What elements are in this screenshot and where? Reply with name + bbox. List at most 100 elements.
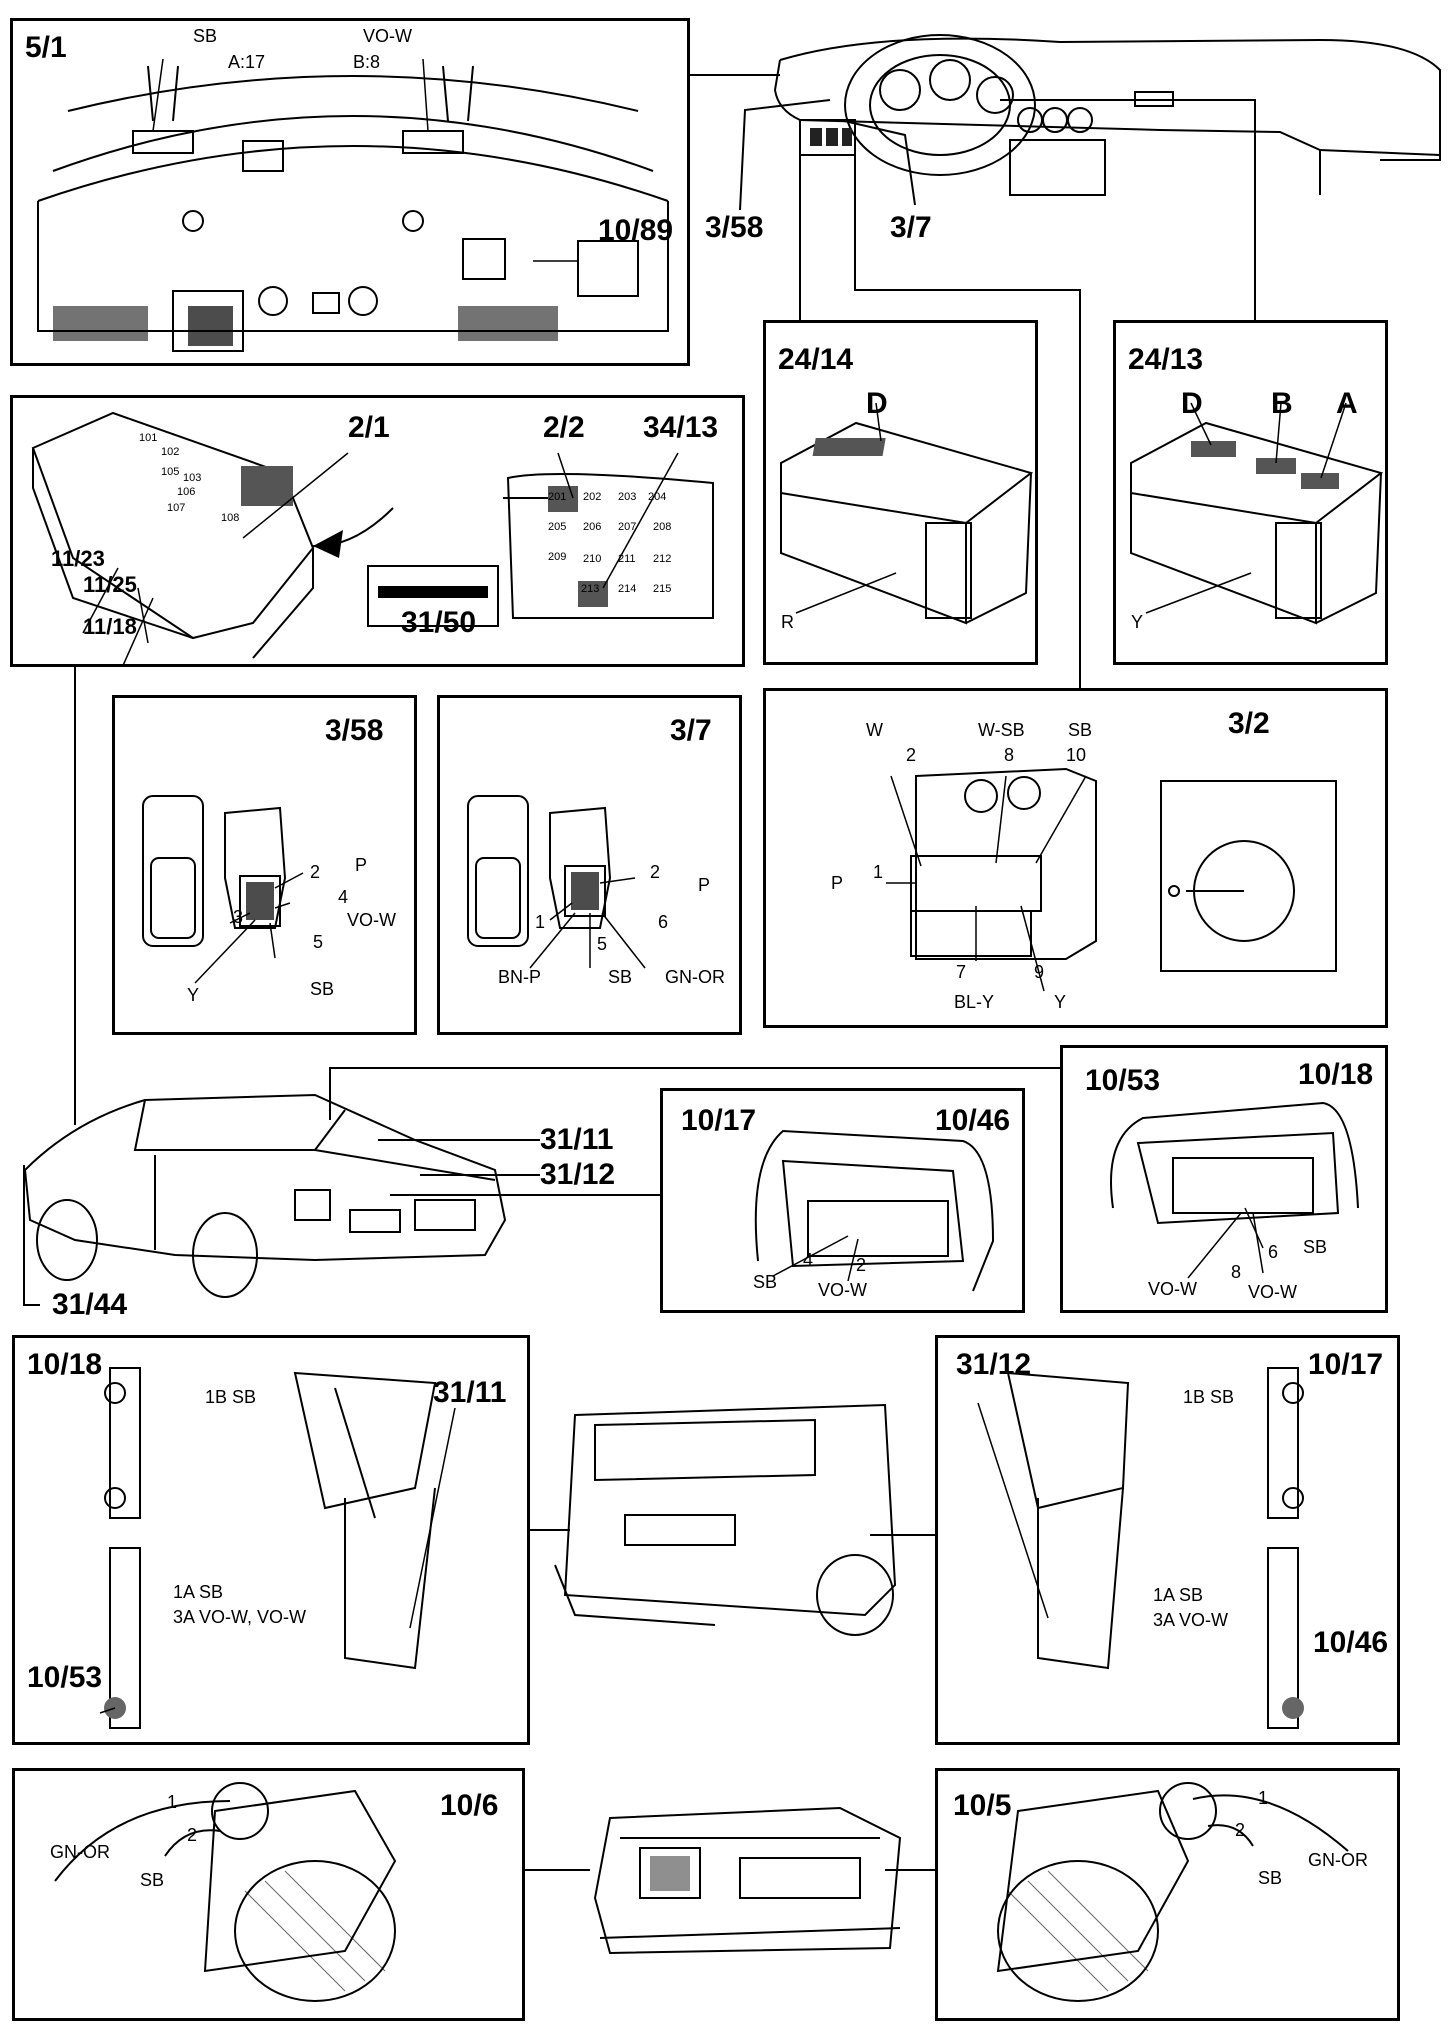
fuse-108: 108 — [221, 512, 240, 524]
pin-6-label: 6 — [658, 912, 669, 932]
wire-label-sb: SB — [193, 26, 218, 46]
fuse-207: 207 — [618, 521, 637, 533]
fuse-105: 105 — [161, 466, 180, 478]
wire-sb-label: SB — [310, 979, 335, 999]
wire-gn-or-label: GN-OR — [1308, 1850, 1368, 1870]
panel-light-switch-3-2: 3/2 W 2 W-SB 8 SB 10 P 1 7 9 BL-Y Y — [763, 688, 1388, 1028]
ref-31-44-label: 31/44 — [52, 1288, 128, 1321]
pin-1-label: 1 — [167, 1792, 178, 1812]
wire-gn-or-label: GN-OR — [665, 967, 725, 987]
fuse-212: 212 — [653, 553, 672, 565]
ref-10-53-title: 10/53 — [1085, 1064, 1161, 1097]
pin-2-label: 2 — [650, 862, 661, 882]
ref-31-12-label: 31/12 — [540, 1158, 616, 1191]
panel-title: 24/14 — [778, 343, 854, 376]
connector-a-label: A — [1336, 387, 1358, 420]
wire-y-label: Y — [187, 985, 200, 1005]
fuse-211: 211 — [618, 553, 636, 565]
fuse-grid-right: 201 202 203 204 205 206 207 208 209 210 … — [518, 486, 708, 616]
panel-wagon-right-lamps: 31/12 10/17 1B SB 1A SB 3A VO-W 10/46 — [935, 1335, 1400, 1745]
panel-wagon-left-lamps: 10/18 31/11 1B SB 1A SB 3A VO-W, VO-W 10… — [12, 1335, 530, 1745]
pin-3-label: 3 — [233, 907, 244, 927]
wire-sb-label: SB — [753, 1272, 778, 1292]
fuse-215: 215 — [653, 583, 672, 595]
panel-title: 24/13 — [1128, 343, 1204, 376]
wire-bl-y-label: BL-Y — [954, 992, 995, 1012]
wire-sb-label: SB — [140, 1870, 165, 1890]
ref-10-53-label: 10/53 — [27, 1661, 103, 1694]
ref-3-58-label: 3/58 — [705, 211, 764, 244]
pin-8-label: 8 — [1004, 745, 1015, 765]
fuse-106: 106 — [177, 486, 196, 498]
fuse-214: 214 — [618, 583, 637, 595]
ref-11-23-label: 11/23 — [51, 546, 105, 571]
pin-2-label: 2 — [187, 1825, 198, 1845]
panel-instrument-cluster: 5/1 SB A:17 VO-W B:8 10/89 — [10, 18, 690, 366]
pin-1-label: 1 — [535, 912, 546, 932]
sedan-rear-illustration — [15, 1080, 520, 1310]
fuse-206: 206 — [583, 521, 602, 533]
wire-p-label: P — [355, 855, 368, 875]
fuse-103: 103 — [183, 472, 202, 484]
fuse-205: 205 — [548, 521, 567, 533]
wire-y-label: Y — [1054, 992, 1067, 1012]
wire-vo-w-label: VO-W — [818, 1280, 867, 1300]
wire-gn-or-label: GN-OR — [50, 1842, 110, 1862]
panel-fog-light-10-5: 10/5 1 2 SB GN-OR — [935, 1768, 1400, 2021]
wire-w-label: W — [866, 720, 883, 740]
fuse-209: 209 — [548, 551, 567, 563]
panel-title: 10/6 — [440, 1789, 499, 1822]
fuse-1a-sb-label: 1A SB — [173, 1582, 224, 1602]
connector-b-label: B — [1271, 387, 1293, 420]
fuse-3a-vo-w-label: 3A VO-W — [1153, 1610, 1229, 1630]
ref-10-18-title: 10/18 — [1298, 1058, 1374, 1091]
ref-10-17-title: 10/17 — [681, 1104, 757, 1137]
panel-central-electrical-unit: 2/1 2/2 34/13 11/23 11/25 11/18 31/50 10… — [10, 395, 745, 667]
fuse-203: 203 — [618, 491, 637, 503]
wagon-rear-illustration — [535, 1385, 930, 1640]
wire-w-sb-label: W-SB — [978, 720, 1025, 740]
panel-switch-3-7: 3/7 2 P 1 6 5 BN-P SB GN-OR — [437, 695, 742, 1035]
fuse-101: 101 — [139, 432, 158, 444]
panel-fog-light-10-6: 10/6 1 2 GN-OR SB — [12, 1768, 525, 2021]
connector-d-label: D — [866, 387, 888, 420]
fuse-201: 201 — [548, 491, 567, 503]
panel-title: 10/5 — [953, 1789, 1012, 1822]
ref-10-89-label: 10/89 — [598, 214, 674, 247]
ref-10-46-title: 10/46 — [935, 1104, 1011, 1137]
pin-4-label: 4 — [803, 1250, 814, 1270]
ref-34-13-label: 34/13 — [643, 411, 719, 444]
panel-title: 3/7 — [670, 714, 712, 747]
connector-d-label: D — [1181, 387, 1203, 420]
connector-y-label: Y — [1131, 612, 1144, 632]
fuse-213: 213 — [581, 583, 600, 595]
panel-relay-box-24-13: 24/13 D B A Y — [1113, 320, 1388, 665]
pin-8-label: 8 — [1231, 1262, 1242, 1282]
panel-lamp-10-17: 10/17 10/46 4 2 SB VO-W — [660, 1088, 1025, 1313]
wire-sb-label: SB — [1258, 1868, 1283, 1888]
fuse-202: 202 — [583, 491, 602, 503]
ref-2-2-label: 2/2 — [543, 411, 585, 444]
ref-10-46-label: 10/46 — [1313, 1626, 1389, 1659]
pin-6-label: 6 — [1268, 1242, 1279, 1262]
wire-vo-w-label: VO-W — [347, 910, 396, 930]
wire-sb-label: SB — [608, 967, 633, 987]
ref-31-11-label: 31/11 — [433, 1376, 507, 1409]
fuse-102: 102 — [161, 446, 180, 458]
fuse-1b-sb-label: 1B SB — [1183, 1387, 1235, 1407]
panel-title: 3/58 — [325, 714, 384, 747]
wire-p-label: P — [698, 875, 711, 895]
ref-10-18-label: 10/18 — [27, 1348, 103, 1381]
ref-2-1-label: 2/1 — [348, 411, 390, 444]
fuse-1b-sb-label: 1B SB — [205, 1387, 257, 1407]
ref-31-11-label: 31/11 — [540, 1123, 614, 1156]
pin-2-label: 2 — [856, 1255, 867, 1275]
fuse-210: 210 — [583, 553, 602, 565]
dashboard-illustration — [760, 20, 1450, 220]
wire-sb-label: SB — [1303, 1237, 1328, 1257]
wire-label-vo-w: VO-W — [363, 26, 412, 46]
panel-switch-3-58: 3/58 2 P 4 VO-W 3 5 Y SB — [112, 695, 417, 1035]
pin-4-label: 4 — [338, 887, 349, 907]
pin-label-b8: B:8 — [353, 52, 381, 72]
